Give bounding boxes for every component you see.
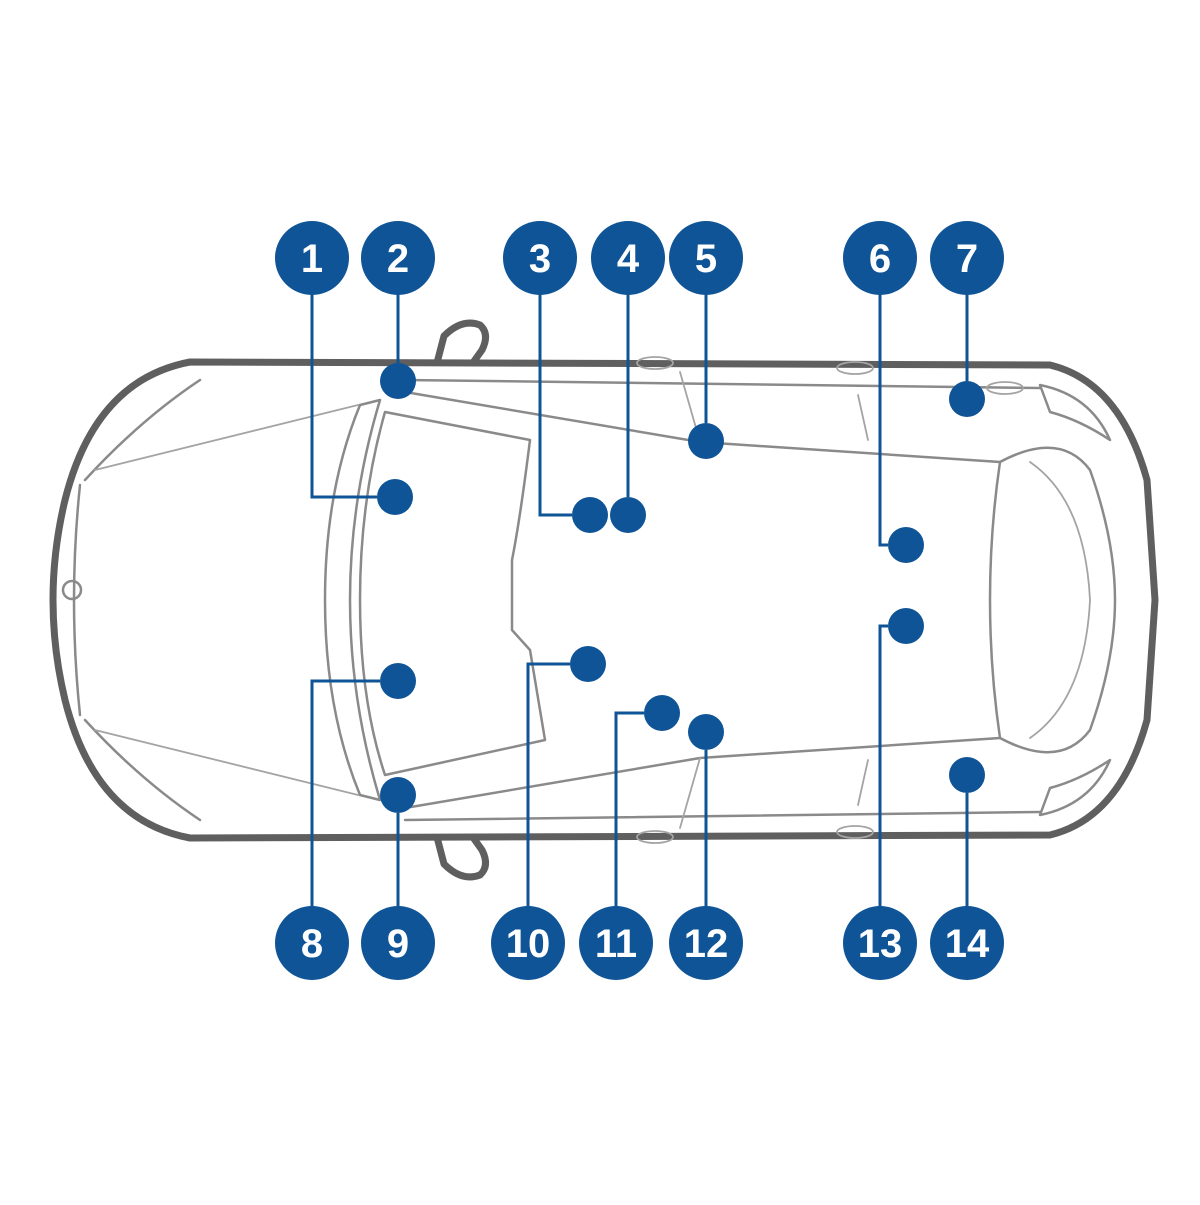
target-dot-10 [570, 646, 606, 682]
target-dot-6 [888, 527, 924, 563]
door-handle-front-top [636, 356, 674, 370]
callout-number-10: 10 [506, 922, 551, 966]
target-dot-12 [688, 714, 724, 750]
body-side-bottom [403, 810, 1042, 822]
callout-circle-4 [591, 221, 665, 295]
callout-circle-9 [361, 906, 435, 980]
target-dot-5 [688, 423, 724, 459]
callout-badge-7: 7 [930, 221, 1004, 295]
c-pillar-top [857, 394, 869, 441]
callout-number-7: 7 [956, 237, 978, 281]
body-side-top [403, 378, 1042, 390]
callout-number-14: 14 [945, 922, 990, 966]
target-dot-4 [610, 497, 646, 533]
rear-window-inner [1029, 461, 1091, 739]
c-pillar-bottom [857, 759, 869, 806]
callout-badge-3: 3 [503, 221, 577, 295]
target-dot-14 [949, 757, 985, 793]
rear-window [988, 446, 1117, 754]
hood-edge-bottom [94, 729, 359, 796]
callout-number-6: 6 [869, 237, 891, 281]
callout-badge-13: 13 [843, 906, 917, 980]
callout-circle-13 [843, 906, 917, 980]
callout-circle-3 [503, 221, 577, 295]
callout-badge-11: 11 [579, 906, 653, 980]
callout-circle-2 [361, 221, 435, 295]
leader-line-1 [310, 294, 377, 499]
leader-line-3 [538, 294, 572, 517]
target-dot-3 [572, 497, 608, 533]
callout-circle-14 [930, 906, 1004, 980]
tail-light-top [1038, 383, 1112, 442]
callout-badge-8: 8 [275, 906, 349, 980]
fuel-cap [986, 381, 1024, 395]
callout-number-2: 2 [387, 237, 409, 281]
roof-outline [358, 410, 547, 777]
callout-number-9: 9 [387, 922, 409, 966]
callout-number-3: 3 [529, 237, 551, 281]
callout-badge-6: 6 [843, 221, 917, 295]
b-pillar-bottom [679, 757, 701, 829]
hood-line-bottom [83, 718, 202, 822]
callout-badge-10: 10 [491, 906, 565, 980]
windshield [323, 398, 382, 802]
callout-circle-7 [930, 221, 1004, 295]
callout-number-8: 8 [301, 922, 323, 966]
leader-line-10 [526, 662, 570, 907]
target-dot-9 [380, 777, 416, 813]
leader-lines [310, 294, 969, 907]
hood-line-top [83, 378, 202, 482]
callout-badge-12: 12 [669, 906, 743, 980]
callout-number-11: 11 [595, 922, 637, 966]
target-dot-2 [380, 363, 416, 399]
leader-line-13 [878, 624, 888, 907]
car-body [49, 319, 1159, 881]
target-dot-11 [644, 695, 680, 731]
target-dot-13 [888, 608, 924, 644]
callout-circle-10 [491, 906, 565, 980]
callout-badge-14: 14 [930, 906, 1004, 980]
hood-edge-top [94, 404, 359, 471]
callout-number-4: 4 [617, 237, 640, 281]
callout-number-1: 1 [301, 237, 323, 281]
leader-line-6 [878, 294, 888, 547]
tail-light-bottom [1038, 758, 1112, 817]
front-emblem [61, 579, 83, 601]
leader-line-11 [614, 711, 644, 907]
callout-circle-5 [669, 221, 743, 295]
door-handle-rear-bottom [836, 825, 874, 839]
target-dot-1 [377, 479, 413, 515]
callout-badge-4: 4 [591, 221, 665, 295]
target-dot-8 [380, 663, 416, 699]
callout-badge-2: 2 [361, 221, 435, 295]
target-dot-7 [949, 381, 985, 417]
door-handle-rear-top [836, 361, 874, 375]
leader-line-8 [310, 679, 380, 907]
callout-number-12: 12 [684, 922, 729, 966]
target-dots [377, 363, 985, 813]
callout-number-13: 13 [858, 922, 903, 966]
callout-badge-5: 5 [669, 221, 743, 295]
callout-circle-11 [579, 906, 653, 980]
callout-badge-9: 9 [361, 906, 435, 980]
callout-number-5: 5 [695, 237, 717, 281]
callout-circle-8 [275, 906, 349, 980]
door-handle-front-bottom [636, 830, 674, 844]
callout-circle-6 [843, 221, 917, 295]
callout-circle-1 [275, 221, 349, 295]
callout-circle-12 [669, 906, 743, 980]
callout-badge-1: 1 [275, 221, 349, 295]
